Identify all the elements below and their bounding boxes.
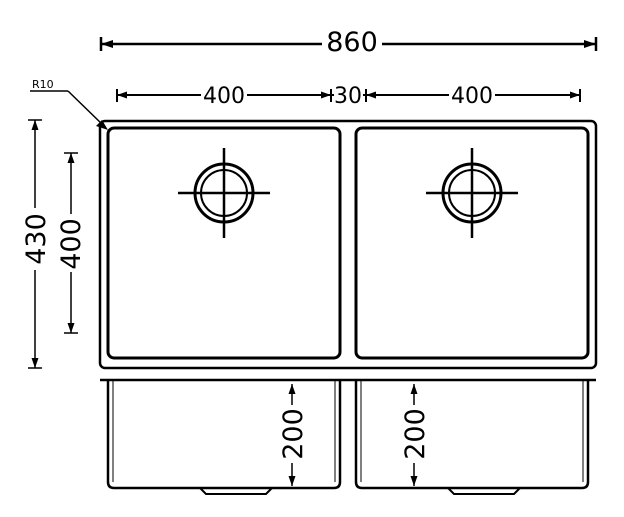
drain-icon bbox=[178, 148, 270, 238]
overall-width-label: 860 bbox=[326, 27, 378, 58]
bowl-left bbox=[106, 126, 342, 360]
bowl-gap-label: 30 bbox=[334, 84, 362, 109]
bowl-depth-label: 400 bbox=[56, 218, 87, 270]
bowl-right bbox=[354, 126, 590, 360]
side-view bbox=[100, 378, 596, 495]
drain-icon bbox=[426, 148, 518, 238]
corner-radius-leader bbox=[30, 90, 108, 130]
bowl-right-height-label: 200 bbox=[400, 408, 431, 460]
bowl-right-width-label: 400 bbox=[451, 84, 493, 109]
bowl-left-height-label: 200 bbox=[278, 408, 309, 460]
sink-outer-rim bbox=[98, 119, 598, 370]
bowl-left-width-label: 400 bbox=[203, 84, 245, 109]
corner-radius-label: R10 bbox=[32, 78, 54, 91]
overall-depth-label: 430 bbox=[21, 213, 52, 265]
